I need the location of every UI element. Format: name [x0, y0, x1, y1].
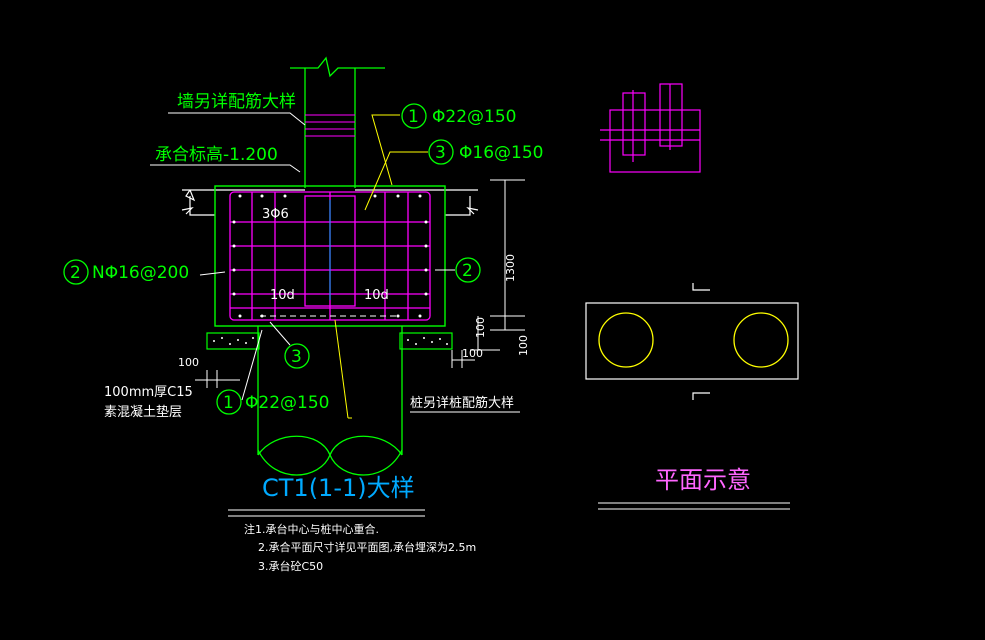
section-title: CT1(1-1)大样: [262, 474, 415, 502]
rebar-1-number: 1: [408, 107, 419, 127]
dim-100-left: 100: [178, 356, 199, 369]
note-line-1: 注1.承台中心与桩中心重合.: [244, 522, 379, 536]
plan-sketch: [600, 83, 701, 173]
rebar-2-right-number: 2: [462, 261, 473, 281]
rebar-3-number: 3: [435, 143, 446, 163]
rebar-2-label: NΦ16@200: [92, 263, 189, 283]
plan-pile-right: [733, 312, 789, 368]
bedding-dots: [213, 337, 448, 345]
rebar-3-label: Φ16@150: [459, 143, 543, 163]
ground-line: [181, 189, 479, 216]
bedding-label-1: 100mm厚C15: [104, 385, 193, 400]
dim-100-a: 100: [474, 317, 487, 338]
rebar-1-label: Φ22@150: [432, 107, 516, 127]
rebar-dots: [232, 194, 428, 318]
rebar-1-pile-label: Φ22@150: [245, 393, 329, 413]
cap-elevation-label: 承合标高-1.200: [155, 145, 278, 165]
pile-outline: [257, 326, 403, 476]
dimension-left: [195, 350, 475, 388]
plan-view: 平面示意: [585, 283, 799, 510]
plan-cap-outline: [585, 302, 799, 380]
section-cut-marks: [692, 283, 710, 400]
pile-cap-outline: [214, 185, 446, 327]
rebar-leaders: [364, 114, 428, 211]
anchor-left-label: 10d: [270, 288, 295, 303]
plan-pile-left: [598, 312, 654, 368]
section-view: 墙另详配筋大样 承合标高-1.200 1 Φ22@150 3 Φ16@150 3…: [63, 56, 543, 517]
wall-note-label: 墙另详配筋大样: [177, 92, 296, 112]
pile-note-label: 桩另详桩配筋大样: [410, 395, 514, 411]
plan-title: 平面示意: [655, 466, 751, 494]
rebar-3-pile-number: 3: [291, 347, 302, 367]
rebar-2-left-number: 2: [70, 263, 81, 283]
note-line-2: 2.承合平面尺寸详见平面图,承台埋深为2.5m: [258, 540, 476, 554]
notes-block: 注1.承台中心与桩中心重合. 2.承合平面尺寸详见平面图,承台埋深为2.5m 3…: [244, 522, 476, 573]
wall-outline: [290, 56, 385, 188]
section-title-underline: [228, 509, 425, 517]
pile-rebar: [334, 319, 352, 419]
bedding-label-2: 素混凝土垫层: [104, 404, 182, 420]
bedding-layer: [206, 332, 453, 350]
stirrup-label: 3Φ6: [262, 207, 289, 222]
note-line-3: 3.承台砼C50: [258, 559, 323, 573]
dim-100-c: 100: [462, 347, 483, 360]
anchor-right-label: 10d: [364, 288, 389, 303]
dimension-right: [470, 179, 525, 351]
plan-title-underline: [598, 502, 790, 510]
rebar-1-pile-number: 1: [223, 393, 234, 413]
depth-dimension: 1300: [504, 254, 517, 282]
wall-hatch: [305, 114, 355, 137]
callout-circles: [63, 103, 481, 415]
leader-lines: [150, 112, 520, 413]
dim-100-b: 100: [517, 335, 530, 356]
